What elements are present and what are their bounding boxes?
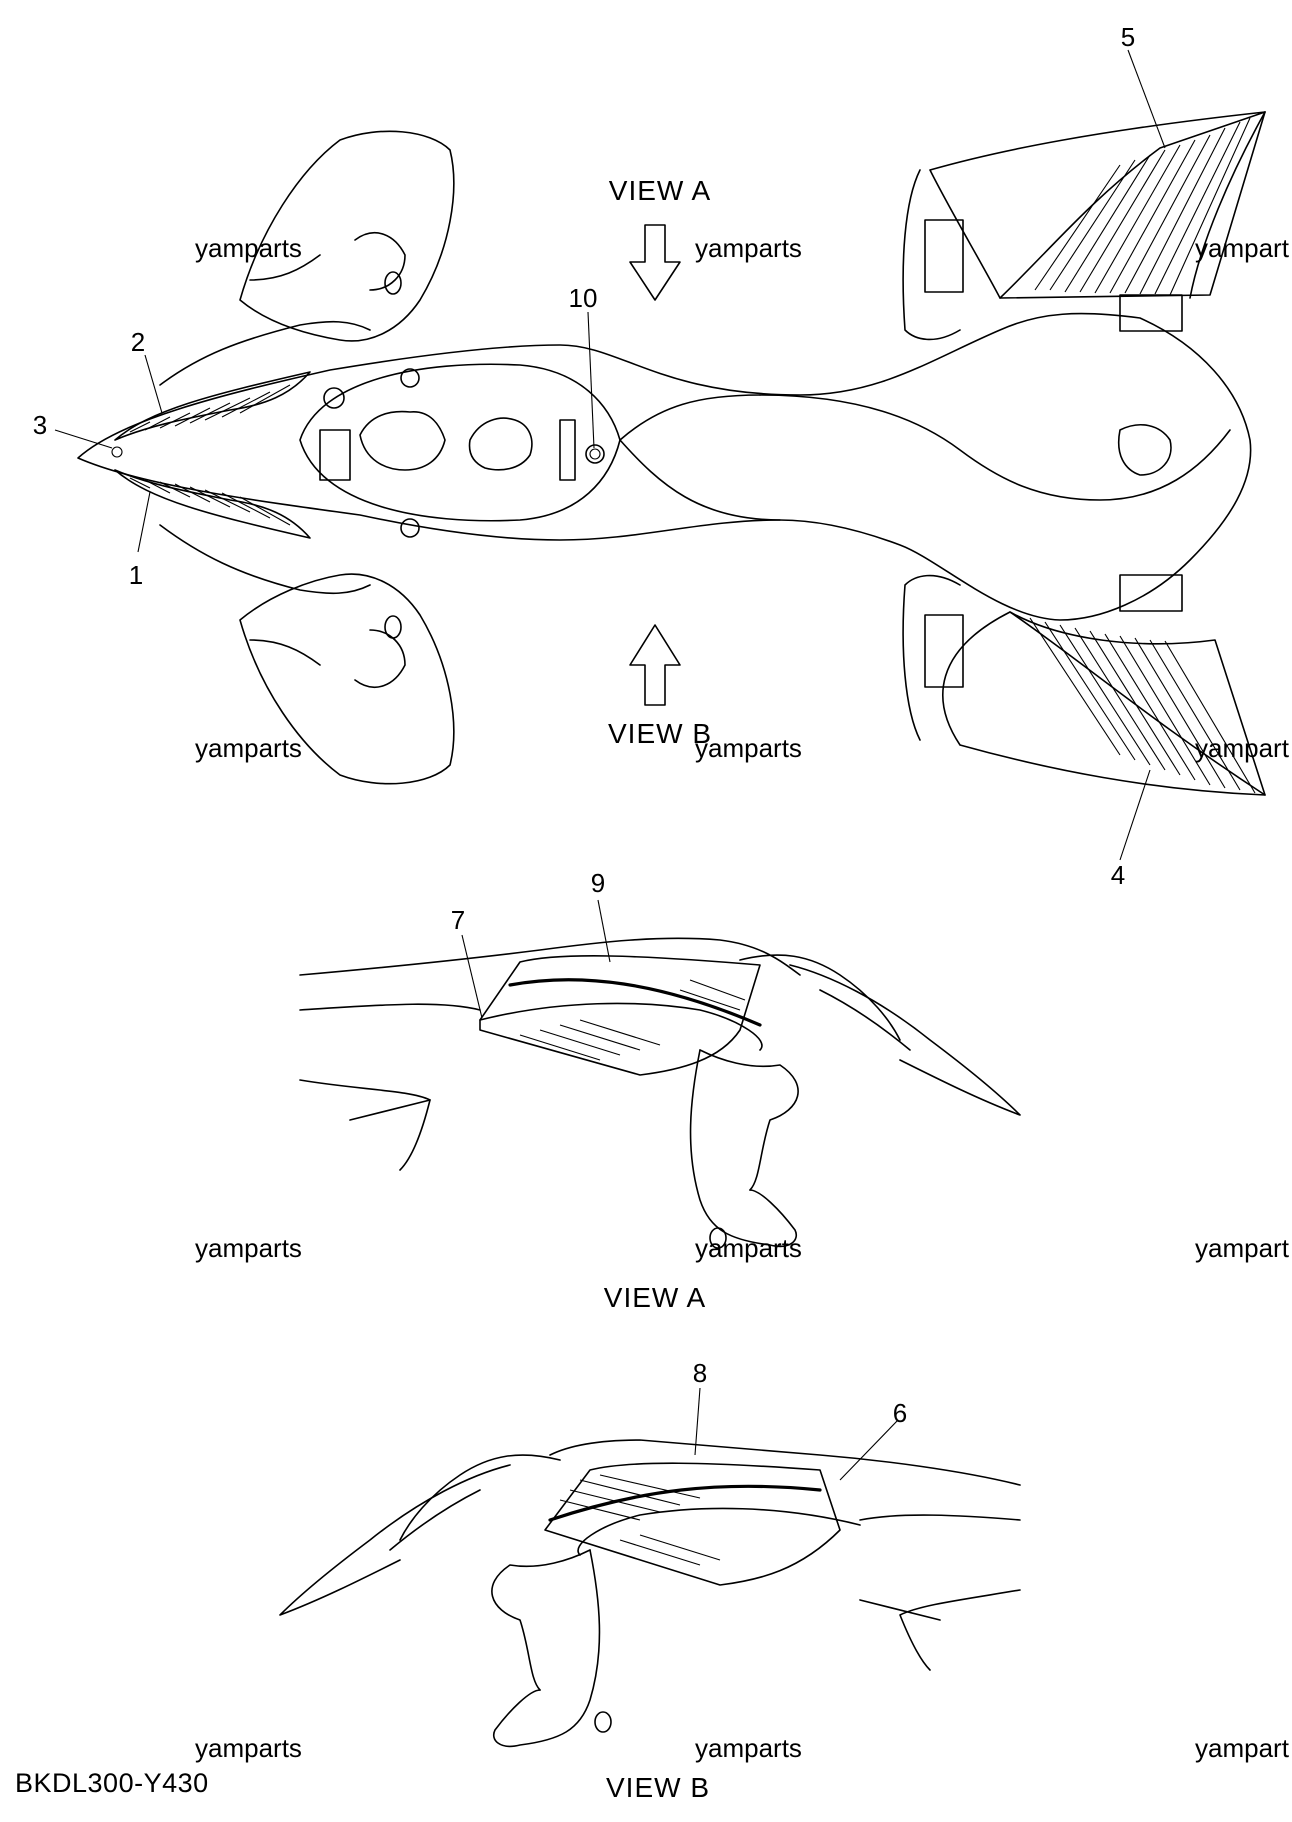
part-code: BKDL300-Y430 xyxy=(15,1768,209,1798)
callout-4: 4 xyxy=(1110,860,1126,890)
watermark-edge: yampart xyxy=(1195,1733,1289,1763)
watermark: yamparts xyxy=(695,733,802,763)
watermark: yamparts xyxy=(195,1733,302,1763)
leader-lines xyxy=(54,49,1166,1481)
view-a-title: VIEW A xyxy=(603,1282,707,1313)
top-view-fender xyxy=(77,111,1266,796)
view-b-fender xyxy=(279,1439,1021,1748)
watermark-edge: yampart xyxy=(1195,733,1289,763)
watermark-edge: yampart xyxy=(1195,233,1289,263)
watermark-edge: yampart xyxy=(1195,1233,1289,1263)
view-b-arrow-label: VIEW B xyxy=(607,718,713,749)
callout-7: 7 xyxy=(450,905,466,935)
view-a-arrow-label: VIEW A xyxy=(608,175,712,206)
callout-10: 10 xyxy=(568,283,598,313)
watermark: yamparts xyxy=(195,733,302,763)
callout-1: 1 xyxy=(128,560,144,590)
watermark: yamparts xyxy=(195,233,302,263)
view-b-title: VIEW B xyxy=(605,1772,711,1803)
view-a-fender xyxy=(299,937,1021,1249)
callout-5: 5 xyxy=(1120,22,1136,52)
callout-9: 9 xyxy=(590,868,606,898)
watermark: yamparts xyxy=(695,233,802,263)
callout-6: 6 xyxy=(892,1398,908,1428)
watermark: yamparts xyxy=(195,1233,302,1263)
callout-2: 2 xyxy=(130,327,146,357)
watermark: yamparts xyxy=(695,1733,802,1763)
watermark: yamparts xyxy=(695,1233,802,1263)
callout-8: 8 xyxy=(692,1358,708,1388)
callout-3: 3 xyxy=(32,410,48,440)
